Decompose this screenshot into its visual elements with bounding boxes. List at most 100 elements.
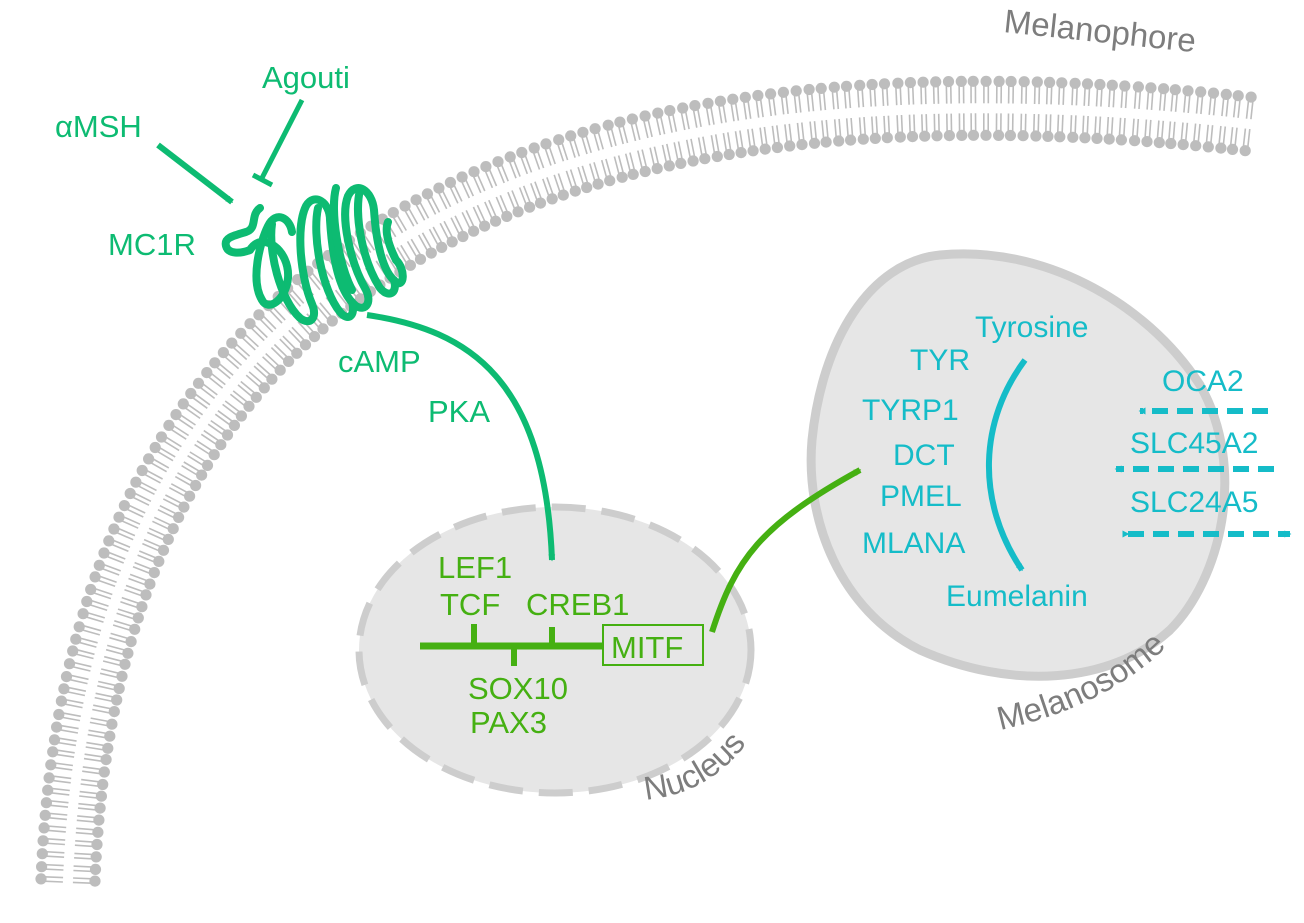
lipid-head (553, 134, 564, 145)
lipid-head (614, 117, 625, 128)
lipid-head (215, 439, 226, 450)
lipid-head (125, 488, 136, 499)
lipid-head (415, 254, 426, 265)
lipid-head (140, 589, 151, 600)
lipid-head (119, 500, 130, 511)
lipid-head (981, 76, 992, 87)
lipid-head (480, 161, 491, 172)
lipid-head (158, 545, 169, 556)
lipid-head (136, 601, 147, 612)
lipid-head (1054, 131, 1065, 142)
lipid-head (752, 90, 763, 101)
lipid-head (581, 182, 592, 193)
lipid-head (1133, 81, 1144, 92)
lipid-head (715, 96, 726, 107)
lipid-head (535, 198, 546, 209)
lipid-head (1165, 138, 1176, 149)
lipid-head (490, 216, 501, 227)
lipid-head (251, 392, 262, 403)
lipid-head (229, 420, 240, 431)
agouti-inhibition-line (262, 100, 302, 178)
lipid-head (505, 151, 516, 162)
lipid-head (930, 76, 941, 87)
lipid-head (1119, 80, 1130, 91)
lipid-head (235, 328, 246, 339)
lipid-head (1056, 77, 1067, 88)
creb1-label: CREB1 (526, 587, 629, 622)
lipid-head (712, 151, 723, 162)
lipid-head (102, 743, 113, 754)
lipid-head (97, 779, 108, 790)
lipid-head (1091, 133, 1102, 144)
lipid-head (193, 378, 204, 389)
lipid-head (1221, 89, 1232, 100)
lipid-head (968, 76, 979, 87)
lipid-head (168, 523, 179, 534)
lipid-head (994, 76, 1005, 87)
lipid-head (727, 94, 738, 105)
lipid-head (1107, 80, 1118, 91)
lipid-head (422, 188, 433, 199)
lipid-head (133, 612, 144, 623)
lipid-head (1067, 132, 1078, 143)
lipid-head (879, 78, 890, 89)
lipid-head (58, 683, 69, 694)
lipid-head (796, 139, 807, 150)
lef1-label: LEF1 (438, 550, 512, 585)
lipid-head (809, 138, 820, 149)
lipid-head (1082, 78, 1093, 89)
lipid-head (968, 130, 979, 141)
lipid-head (858, 134, 869, 145)
lipid-head (1195, 86, 1206, 97)
lipid-head (143, 453, 154, 464)
lipid-head (35, 873, 46, 884)
lipid-head (892, 78, 903, 89)
lipid-head (547, 193, 558, 204)
lipid-head (1006, 76, 1017, 87)
eumelanin-label: Eumelanin (946, 580, 1088, 613)
lipid-head (943, 76, 954, 87)
lipid-head (760, 144, 771, 155)
lipid-head (129, 624, 140, 635)
lipid-head (1116, 134, 1127, 145)
lipid-head (38, 835, 49, 846)
lipid-head (867, 79, 878, 90)
lipid-head (56, 696, 67, 707)
lipid-head (61, 671, 72, 682)
lipid-head (688, 155, 699, 166)
lipid-head (44, 772, 55, 783)
lipid-head (1208, 88, 1219, 99)
lipid-head (640, 166, 651, 177)
lipid-head (907, 131, 918, 142)
agouti-label: Agouti (262, 60, 350, 95)
lipid-head (664, 105, 675, 116)
lipid-head (163, 420, 174, 431)
lipid-head (1145, 82, 1156, 93)
lipid-head (51, 722, 62, 733)
lipid-head (516, 147, 527, 158)
lipid-head (468, 226, 479, 237)
lipid-head (91, 851, 102, 862)
lipid-head (101, 754, 112, 765)
lipid-head (1158, 83, 1169, 94)
lipid-head (677, 102, 688, 113)
lipid-head (604, 175, 615, 186)
lipid-head (882, 132, 893, 143)
lipid-head (253, 309, 264, 320)
pax3-label: PAX3 (470, 705, 547, 740)
lipid-head (956, 130, 967, 141)
melanophore-label: Melanophore (1002, 2, 1197, 59)
lipid-head (1141, 136, 1152, 147)
lipid-head (94, 560, 105, 571)
lipid-head (41, 797, 52, 808)
lipid-head (317, 323, 328, 334)
lipid-head (98, 547, 109, 558)
lipid-head (388, 207, 399, 218)
tcf-label: TCF (440, 587, 500, 622)
lipid-head (108, 523, 119, 534)
lipid-head (411, 194, 422, 205)
lipid-head (67, 645, 78, 656)
lipid-head (53, 709, 64, 720)
